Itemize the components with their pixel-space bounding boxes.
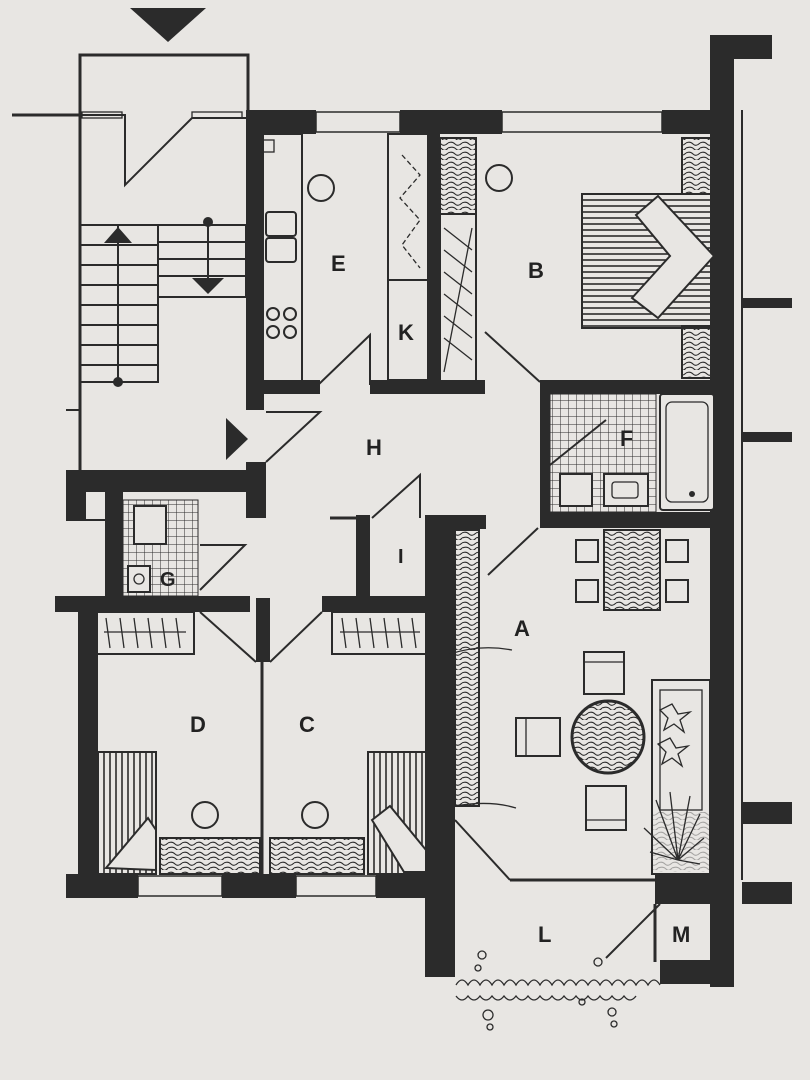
sofa-icon (651, 679, 711, 875)
room-label-b: B (528, 258, 544, 283)
bathtub-icon (659, 393, 715, 511)
room-label-f: F (620, 426, 633, 451)
bed-icon (97, 751, 157, 875)
bedroom-c-fixtures (269, 611, 427, 875)
balcony-plants (455, 950, 661, 1031)
room-label-e: E (331, 251, 346, 276)
coffee-table-icon (515, 651, 646, 831)
ceiling-light-icon (191, 801, 219, 829)
room-label-c: C (299, 712, 315, 737)
room-label-a: A (514, 616, 530, 641)
stair-dot-icon (203, 217, 213, 227)
bedroom-b-fixtures (439, 137, 716, 385)
bedroom-d-fixtures (95, 611, 261, 875)
stove-icon (266, 307, 297, 339)
dining-table-icon (575, 529, 689, 611)
ceiling-light-icon (485, 164, 513, 192)
door-arrow-icon (226, 418, 248, 460)
walls (55, 35, 792, 987)
bed-icon (367, 751, 427, 875)
room-label-l: L (538, 922, 551, 947)
kitchen-fixtures (261, 133, 429, 381)
room-label-h: H (366, 435, 382, 460)
entrance-arrow-icon (130, 8, 206, 42)
ceiling-light-icon (301, 801, 329, 829)
double-bed-icon (581, 193, 716, 329)
room-label-d: D (190, 712, 206, 737)
stair-treads (79, 224, 247, 383)
stairs-up-icon (104, 227, 132, 243)
doors (199, 331, 661, 959)
ceiling-light-icon (307, 174, 335, 202)
room-label-m: M (672, 922, 690, 947)
stairs-down-icon (192, 278, 224, 294)
stair-dot-icon (113, 377, 123, 387)
bathroom-fixtures (549, 393, 715, 513)
room-label-g: G (160, 569, 176, 591)
staircase (12, 8, 250, 480)
room-labels: E B K H F I G A D C L M (160, 251, 690, 947)
wc-fixtures (122, 499, 199, 597)
room-label-i: I (398, 546, 404, 568)
room-label-k: K (398, 320, 414, 345)
plant-icon (643, 791, 710, 872)
living-room-fixtures (449, 529, 711, 875)
